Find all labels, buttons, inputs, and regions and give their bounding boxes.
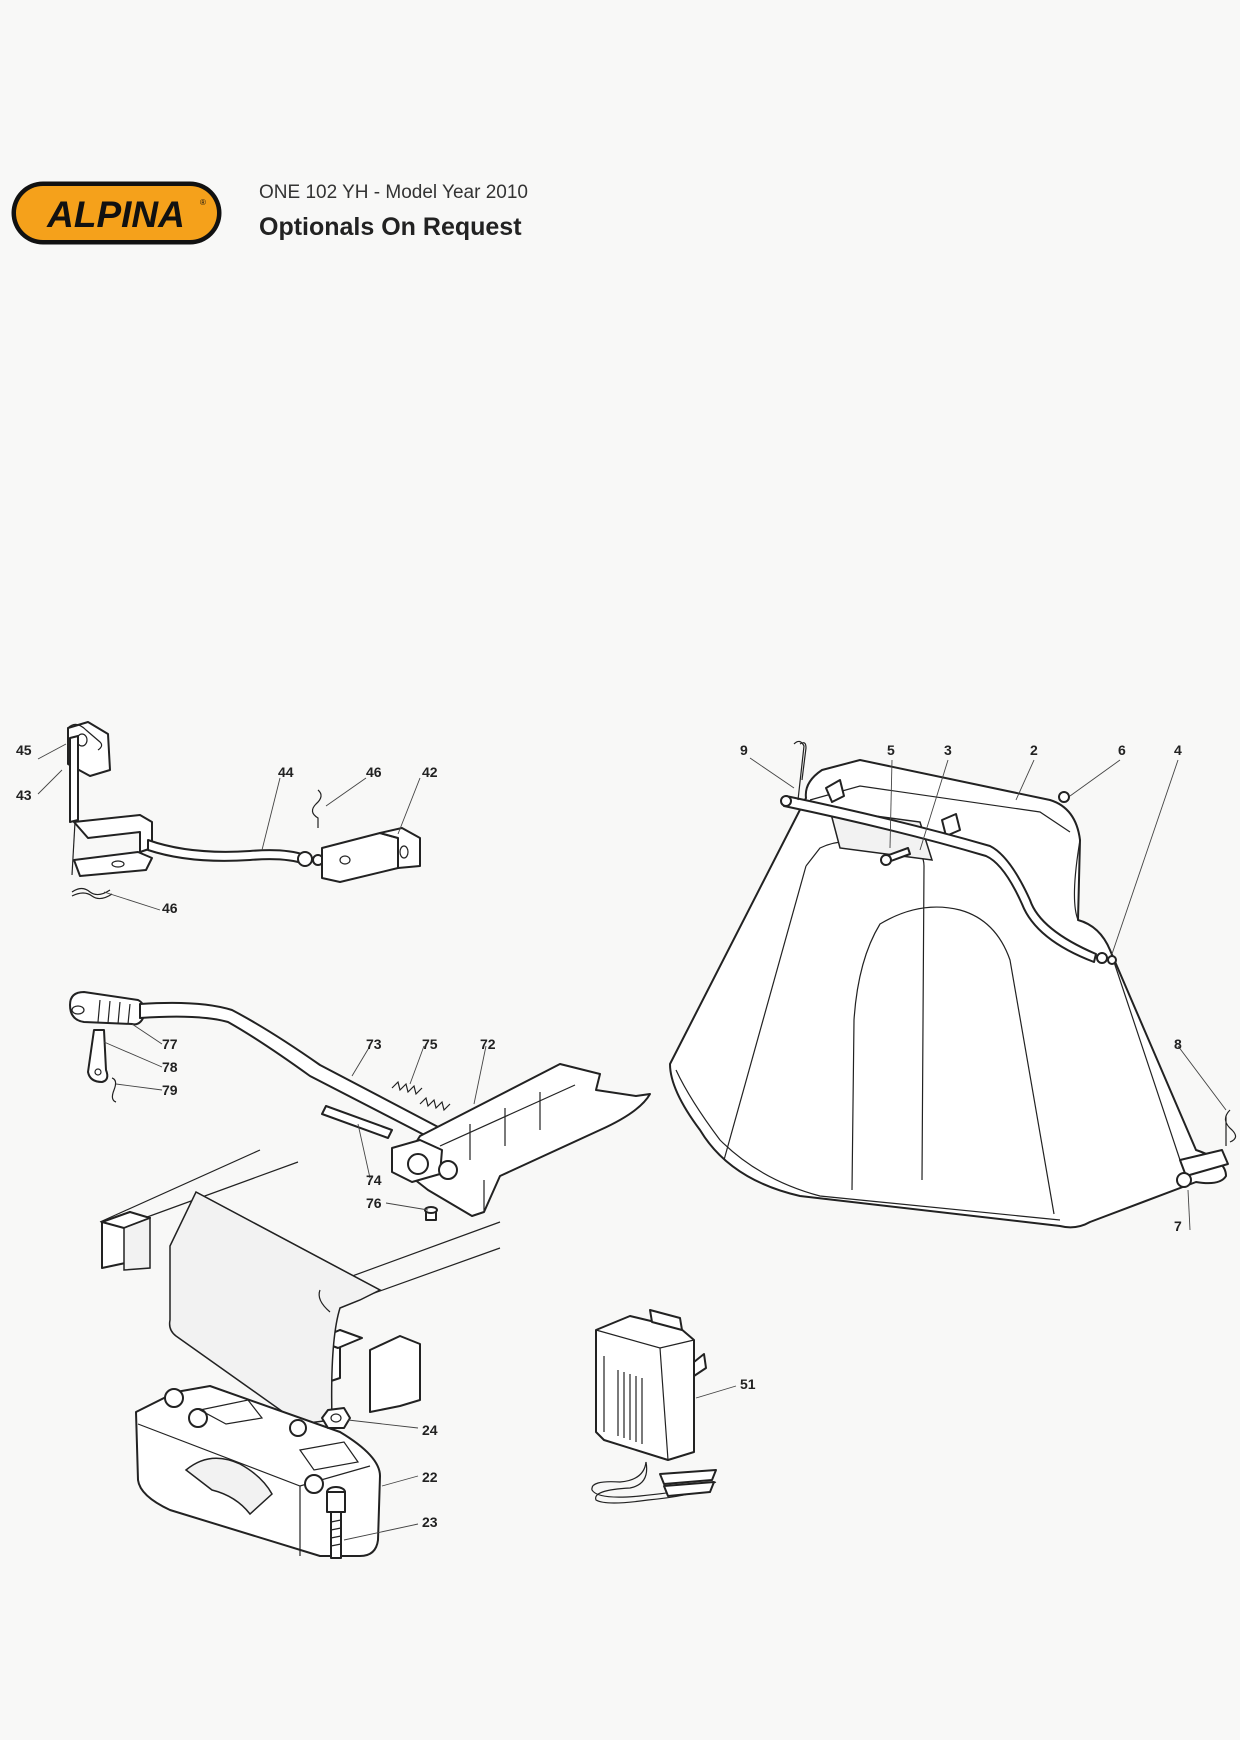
callout-22: 22 — [422, 1469, 438, 1485]
callout-45: 45 — [16, 742, 32, 758]
leader-lines — [37, 743, 1227, 1541]
lever-assembly — [69, 991, 651, 1221]
alpina-logo: ALPINA ® — [11, 181, 222, 245]
callout-75: 75 — [422, 1036, 438, 1052]
callout-7: 7 — [1174, 1218, 1182, 1234]
callout-51: 51 — [740, 1376, 756, 1392]
callout-77: 77 — [162, 1036, 178, 1052]
callout-5: 5 — [887, 742, 895, 758]
svg-text:ALPINA: ALPINA — [46, 194, 185, 235]
callout-3: 3 — [944, 742, 952, 758]
callout-2: 2 — [1030, 742, 1038, 758]
callout-72: 72 — [480, 1036, 496, 1052]
svg-text:®: ® — [200, 198, 206, 207]
callout-79: 79 — [162, 1082, 178, 1098]
callout-76: 76 — [366, 1195, 382, 1211]
page-header: ALPINA ® ONE 102 YH - Model Year 2010 Op… — [10, 180, 610, 250]
callout-46-bottom: 46 — [162, 900, 178, 916]
callout-8: 8 — [1174, 1036, 1182, 1052]
callout-6: 6 — [1118, 742, 1126, 758]
callout-43: 43 — [16, 787, 32, 803]
callout-labels: 45 43 44 46 42 46 77 78 79 73 75 72 74 7… — [16, 742, 1182, 1530]
callout-24: 24 — [422, 1422, 438, 1438]
callout-74: 74 — [366, 1172, 382, 1188]
battery-charger — [591, 1309, 717, 1504]
callout-9: 9 — [740, 742, 748, 758]
callout-44: 44 — [278, 764, 294, 780]
page-title: Optionals On Request — [259, 213, 522, 241]
weight-assembly — [99, 1149, 501, 1559]
callout-23: 23 — [422, 1514, 438, 1530]
callout-42: 42 — [422, 764, 438, 780]
callout-46-top: 46 — [366, 764, 382, 780]
callout-4: 4 — [1174, 742, 1182, 758]
callout-78: 78 — [162, 1059, 178, 1075]
chute-assembly — [669, 740, 1237, 1229]
hitch-assembly — [67, 721, 421, 900]
model-subtitle: ONE 102 YH - Model Year 2010 — [259, 182, 528, 203]
callout-73: 73 — [366, 1036, 382, 1052]
